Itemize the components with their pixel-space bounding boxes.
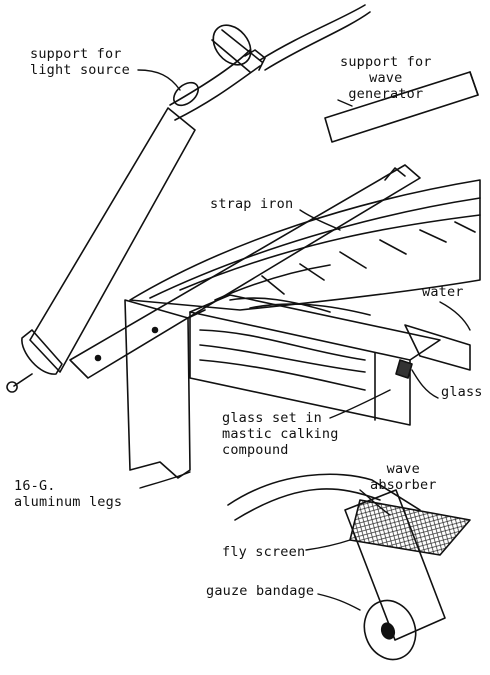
- label-aluminum-legs: 16-G. aluminum legs: [14, 478, 123, 510]
- leader-arrows: [137, 69, 471, 611]
- label-glass-set: glass set in mastic calking compound: [222, 410, 339, 458]
- label-wave-generator-support: support for wave generator: [340, 54, 432, 102]
- strap-iron: [69, 164, 421, 379]
- glass-panel: [404, 324, 471, 371]
- label-wave-absorber: wave absorber: [370, 461, 437, 493]
- label-strap-iron: strap iron: [210, 196, 294, 212]
- ripple-tank: [129, 179, 481, 316]
- gauze-bandage-strip: [344, 489, 446, 641]
- label-light-source-support: support for light source: [30, 46, 130, 78]
- aluminum-leg: [124, 299, 206, 479]
- light-source-support: [6, 4, 371, 393]
- wooden-rail: [189, 294, 441, 426]
- label-glass: glass: [441, 384, 483, 400]
- gauze-roll: [363, 599, 417, 661]
- label-water: water: [422, 284, 464, 300]
- label-gauze-bandage: gauze bandage: [206, 583, 315, 599]
- glass-shim: [395, 359, 413, 379]
- wave-generator-support: [324, 71, 479, 143]
- wave-absorber: [227, 473, 471, 661]
- label-fly-screen: fly screen: [222, 544, 306, 560]
